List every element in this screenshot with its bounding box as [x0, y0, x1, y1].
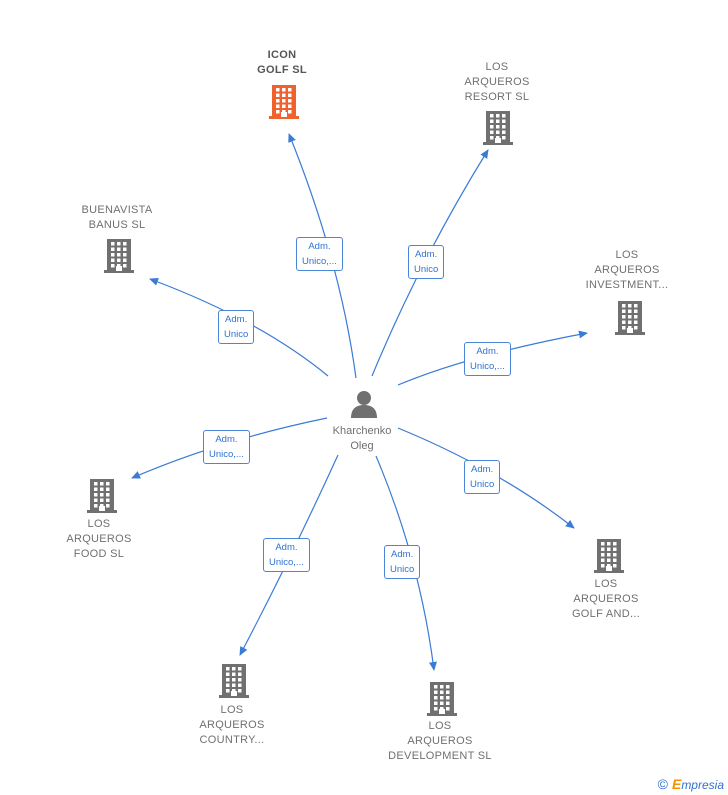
building-icon-los-arqueros-food[interactable]	[86, 478, 118, 519]
company-name-los-arqueros-food[interactable]: LOS ARQUEROS FOOD SL	[66, 518, 132, 560]
relation-label-buenavista-banus[interactable]: Adm. Unico	[218, 310, 255, 344]
building-icon-los-arqueros-golf[interactable]	[593, 538, 625, 579]
building-icon-los-arqueros-investment[interactable]	[614, 300, 646, 341]
copyright-symbol: ©	[657, 776, 668, 792]
relation-label-los-arqueros-food[interactable]: Adm. Unico,...	[203, 430, 250, 464]
company-name-los-arqueros-golf[interactable]: LOS ARQUEROS GOLF AND...	[571, 578, 641, 620]
relation-label-los-arqueros-resort[interactable]: Adm. Unico	[408, 245, 445, 279]
relation-label-los-arqueros-development[interactable]: Adm. Unico	[384, 545, 421, 579]
center-person-name[interactable]: Kharchenko Oleg	[332, 425, 392, 452]
building-icon-los-arqueros-resort[interactable]	[482, 110, 514, 151]
relation-label-los-arqueros-golf[interactable]: Adm. Unico	[464, 460, 501, 494]
relation-label-los-arqueros-country[interactable]: Adm. Unico,...	[263, 538, 310, 572]
relation-label-icon-golf[interactable]: Adm. Unico,...	[296, 237, 343, 271]
brand-name: mpresia	[681, 778, 724, 792]
credit: ©Empresia	[658, 776, 724, 792]
building-icon-los-arqueros-country[interactable]	[218, 663, 250, 704]
building-icon-los-arqueros-development[interactable]	[426, 681, 458, 722]
company-name-los-arqueros-investment[interactable]: LOS ARQUEROS INVESTMENT...	[585, 249, 669, 291]
company-name-buenavista-banus[interactable]: BUENAVISTA BANUS SL	[81, 204, 153, 231]
building-icon-icon-golf[interactable]	[268, 84, 300, 125]
company-name-los-arqueros-country[interactable]: LOS ARQUEROS COUNTRY...	[199, 704, 265, 746]
person-icon	[349, 389, 379, 424]
relation-label-los-arqueros-investment[interactable]: Adm. Unico,...	[464, 342, 511, 376]
brand-initial: E	[671, 776, 682, 792]
company-name-icon-golf[interactable]: ICON GOLF SL	[257, 49, 307, 76]
company-name-los-arqueros-resort[interactable]: LOS ARQUEROS RESORT SL	[464, 61, 530, 103]
building-icon-buenavista-banus[interactable]	[103, 238, 135, 279]
company-name-los-arqueros-development[interactable]: LOS ARQUEROS DEVELOPMENT SL	[388, 720, 492, 762]
